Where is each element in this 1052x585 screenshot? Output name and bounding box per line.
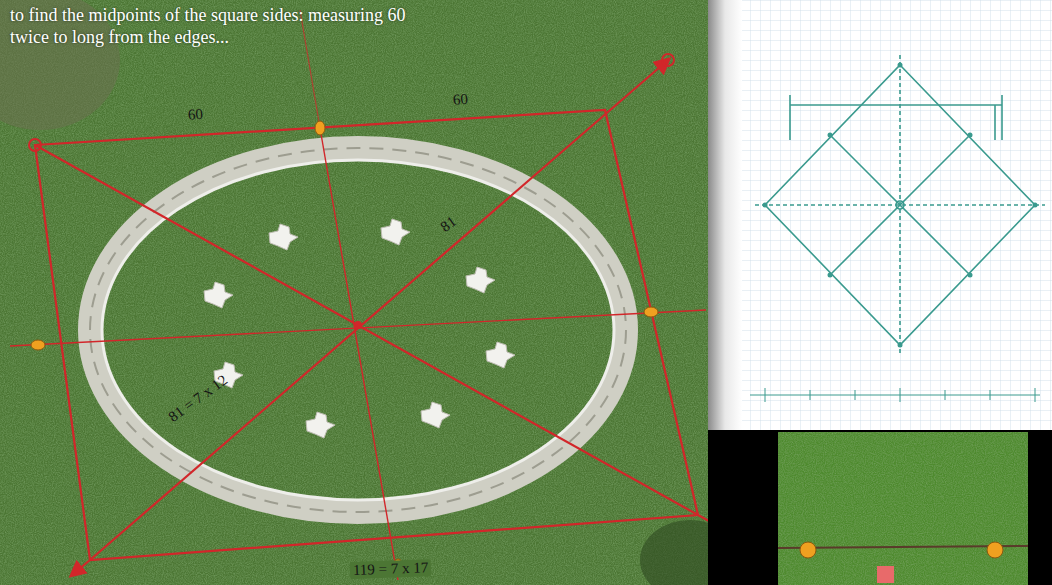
stone [466,267,495,293]
corner-mark [662,54,674,66]
inset-marker [987,542,1003,558]
notebook-page [708,0,1052,430]
dimension-label: 60 [449,91,471,109]
graph-grid [740,0,1052,430]
inset-frame [708,430,1052,585]
dimension-label: 119 = 7 x 17 [350,559,432,579]
inset-grass [778,432,1028,585]
stone-joints [90,148,626,512]
inset-red-square [877,566,894,583]
notebook-binding [708,0,742,430]
sketch-diamond [750,55,1045,395]
inset-texture [778,432,1028,585]
stone [269,224,298,250]
stone [204,282,233,308]
sketch-ticks [765,388,1035,402]
stone-ring-inner [102,160,614,500]
stone [306,412,335,438]
inner-stones [204,219,515,438]
inset-marker [800,542,816,558]
dimension-label: 60 [184,106,206,124]
stone-ring [90,148,626,512]
construction-lines [10,10,720,580]
sketch-dots [763,63,1038,348]
stone [381,219,410,245]
stone [486,342,515,368]
midpoint-markers [31,121,658,573]
center-mark [354,321,362,329]
stone [421,402,450,428]
corner-mark [29,139,41,151]
heading-note: to find the midpoints of the square side… [10,4,440,48]
